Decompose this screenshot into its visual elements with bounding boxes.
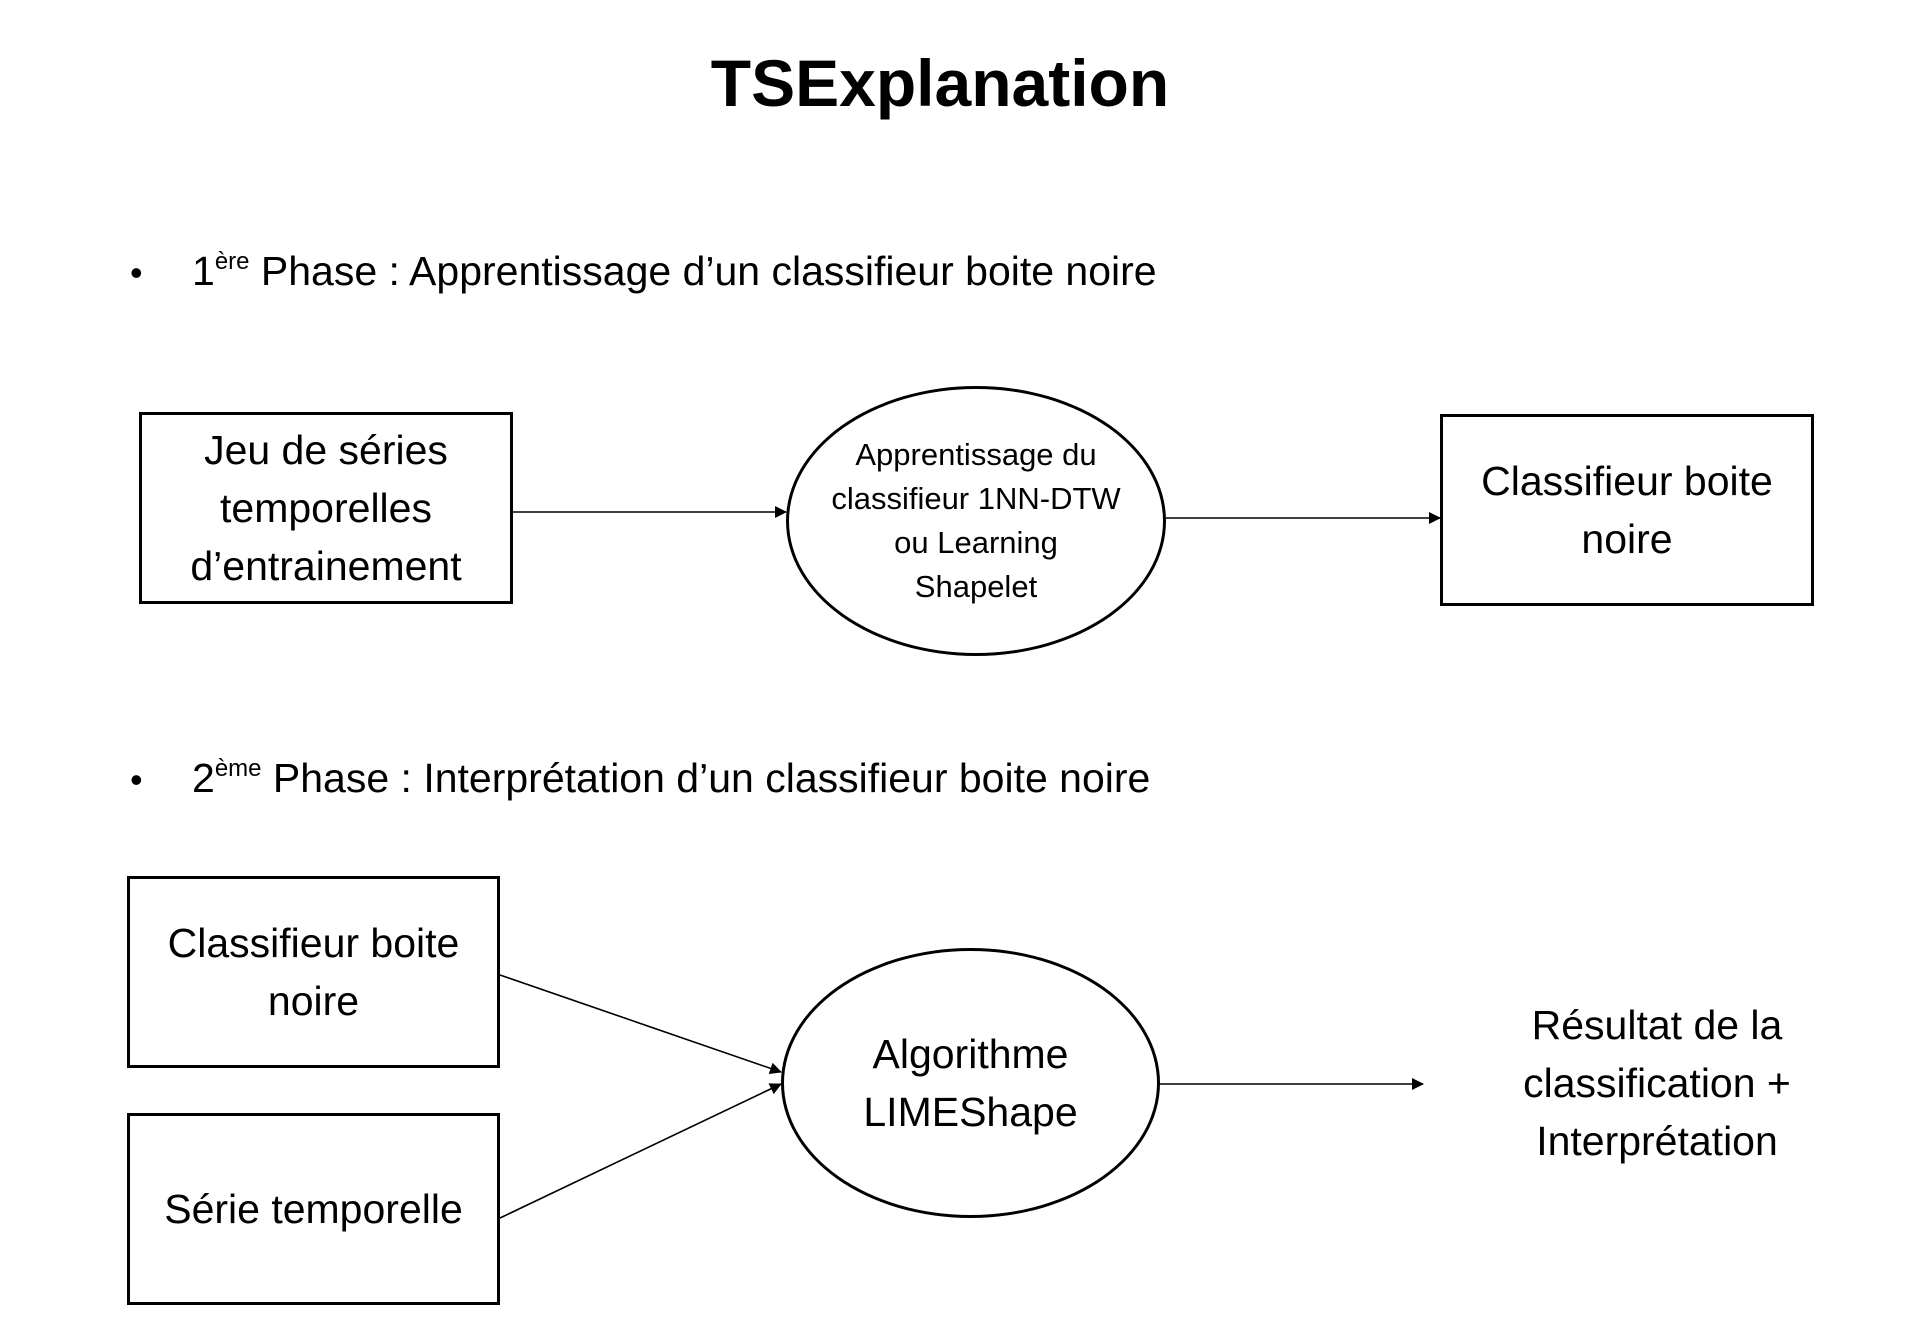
result-text: Résultat de la classification + Interpré… <box>1523 1002 1791 1164</box>
training-set-label: Jeu de séries temporelles d’entrainement <box>190 427 462 589</box>
arrow-classifier-to-limeshape <box>499 974 782 1075</box>
limeshape-algorithm-label: Algorithme LIMEShape <box>863 1031 1078 1135</box>
page-title: TSExplanation <box>710 46 1170 120</box>
time-series-box: Série temporelle <box>127 1113 500 1305</box>
phase-2-ordinal: ème <box>214 755 262 782</box>
limeshape-algorithm-ellipse: Algorithme LIMEShape <box>781 948 1160 1218</box>
learning-process-label: Apprentissage du classifieur 1NN-DTW ou … <box>831 437 1121 604</box>
bullet-icon: • <box>130 759 143 800</box>
phase-2-number: 2 <box>192 755 215 801</box>
time-series-label: Série temporelle <box>164 1186 463 1232</box>
black-box-classifier-output-label: Classifieur boite noire <box>1481 458 1773 562</box>
learning-process-ellipse: Apprentissage du classifieur 1NN-DTW ou … <box>786 386 1166 656</box>
arrow-series-to-limeshape <box>499 1083 782 1219</box>
phase-1-ordinal: ère <box>214 248 250 275</box>
phase-1-number: 1 <box>192 248 215 294</box>
training-set-box: Jeu de séries temporelles d’entrainement <box>139 412 513 604</box>
phase-1-title: Phase : Apprentissage d’un classifieur b… <box>249 248 1157 294</box>
phase-2-title: Phase : Interprétation d’un classifieur … <box>261 755 1151 801</box>
black-box-classifier-output-box: Classifieur boite noire <box>1440 414 1814 606</box>
bullet-icon: • <box>130 252 143 293</box>
black-box-classifier-input-box: Classifieur boite noire <box>127 876 500 1068</box>
phase-1-heading: • 1ère Phase : Apprentissage d’un classif… <box>130 246 1157 298</box>
black-box-classifier-input-label: Classifieur boite noire <box>167 920 460 1024</box>
phase-2-heading: • 2ème Phase : Interprétation d’un classi… <box>130 753 1150 805</box>
